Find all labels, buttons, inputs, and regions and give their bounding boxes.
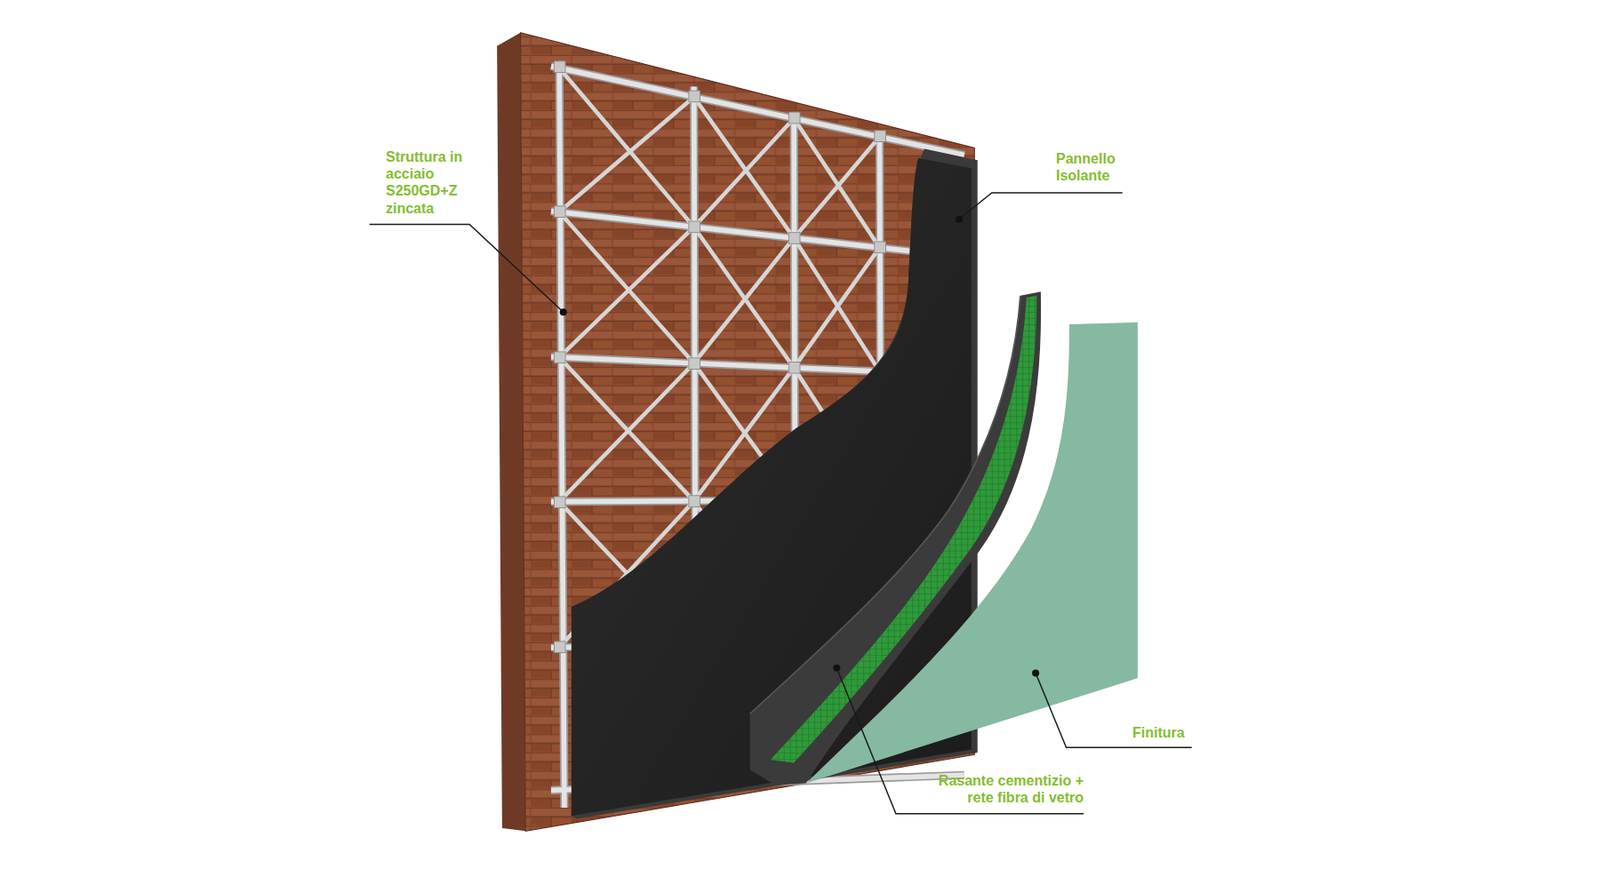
callout-label: Pannello Isolante xyxy=(1056,150,1126,184)
callout-label: Finitura xyxy=(1132,724,1202,742)
callout-label: Struttura in acciaio S250GD+Z zincata xyxy=(385,148,464,217)
callout-label: Rasante cementizio + rete fibra di vetro xyxy=(920,772,1084,807)
